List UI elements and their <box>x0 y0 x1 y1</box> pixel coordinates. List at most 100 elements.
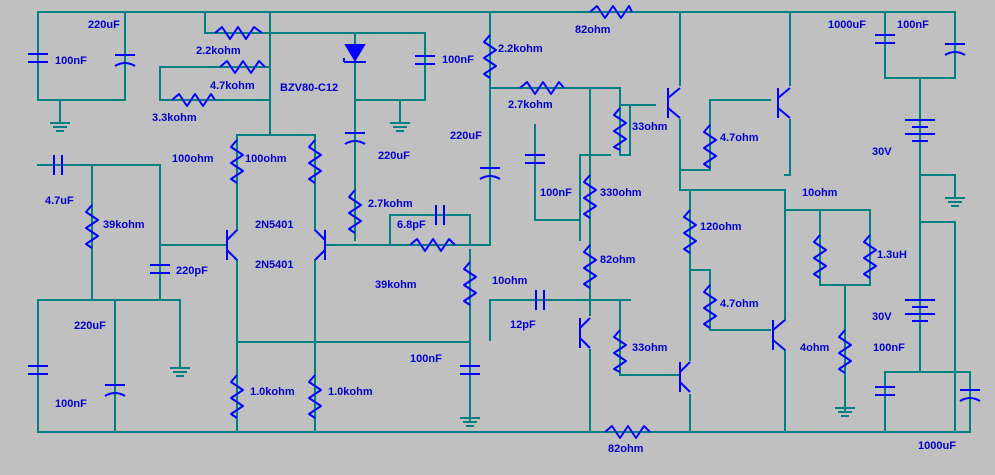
resistor-2k2-top <box>214 26 263 40</box>
capacitor-100nf-rail-bot <box>875 386 895 396</box>
label-c-100n-vas: 100nF <box>540 187 572 199</box>
resistor-82-mid <box>583 244 597 289</box>
electrolytic-1000uf-top <box>944 43 966 56</box>
label-c-100n-rail-top: 100nF <box>897 19 929 31</box>
resistor-47-bot <box>703 284 717 329</box>
electrolytic-1000uf-bot <box>959 389 981 402</box>
label-c-100n-rail-bot: 100nF <box>873 342 905 354</box>
electrolytic-220uf-zener <box>344 132 366 145</box>
capacitor-220pf <box>150 264 170 274</box>
resistor-33-bot <box>613 329 627 373</box>
capacitor-47uf <box>53 155 63 175</box>
electrolytic-220uf-bot <box>104 384 126 397</box>
electrolytic-220uf-mid <box>479 167 501 180</box>
label-c-1000u-bot: 1000uF <box>918 440 956 452</box>
resistor-4k7-top <box>219 60 266 74</box>
label-c-100n-fb: 100nF <box>410 353 442 365</box>
resistor-33-top <box>613 107 627 151</box>
label-c-12p: 12pF <box>510 319 536 331</box>
label-r-1k-right: 1.0kohm <box>328 386 373 398</box>
label-c-220u-mid: 220uF <box>450 130 482 142</box>
battery-30v-top <box>905 119 935 142</box>
label-c-68p: 6.8pF <box>397 219 426 231</box>
resistor-1k-left <box>230 374 244 419</box>
resistor-2k7-zener <box>348 189 362 234</box>
label-v-30-top: 30V <box>872 146 892 158</box>
resistor-39k-fb <box>409 238 456 252</box>
resistor-2k2-mid <box>483 34 497 79</box>
capacitor-68pf <box>435 205 445 225</box>
label-c-zener-100n: 100nF <box>442 54 474 66</box>
label-c-in-bypass-top: 220uF <box>88 19 120 31</box>
capacitor-100nf-rail-top <box>875 34 895 44</box>
label-c-in-top: 100nF <box>55 55 87 67</box>
capacitor-100nf-fb <box>460 365 480 375</box>
label-c-47u: 4.7uF <box>45 195 74 207</box>
resistor-120 <box>683 209 697 254</box>
label-r-33-bot: 33ohm <box>632 342 668 354</box>
label-l-13u: 1.3uH <box>877 249 907 261</box>
resistor-47-top <box>703 124 717 169</box>
label-q-2n5401-b: 2N5401 <box>255 259 294 271</box>
resistor-2k7-mid <box>519 81 565 95</box>
label-r-39k-fb: 39kohm <box>375 279 417 291</box>
label-r-22k-mid: 2.2kohm <box>498 43 543 55</box>
capacitor-100nf-in-top <box>28 53 48 63</box>
transistor-vas <box>579 317 591 349</box>
transistor-out-bot <box>772 319 786 351</box>
label-r-39k-in: 39kohm <box>103 219 145 231</box>
label-c-220u-bot: 220uF <box>74 320 106 332</box>
resistor-3k3 <box>171 93 216 107</box>
resistor-82-top <box>589 5 633 19</box>
label-r-330: 330ohm <box>600 187 642 199</box>
label-r-100-left: 100ohm <box>172 153 214 165</box>
label-r-47-top: 4.7ohm <box>720 132 759 144</box>
electrolytic-220uf-top <box>114 54 136 67</box>
inductor-1u3 <box>863 234 877 279</box>
transistor-2n5401-a <box>226 229 238 261</box>
label-c-1000u-top: 1000uF <box>828 19 866 31</box>
resistor-39k-in <box>85 204 99 249</box>
label-q-2n5401-a: 2N5401 <box>255 219 294 231</box>
label-c-220p: 220pF <box>176 265 208 277</box>
label-r-1k-left: 1.0kohm <box>250 386 295 398</box>
label-v-30-bot: 30V <box>872 311 892 323</box>
label-r-33-top: 33ohm <box>632 121 668 133</box>
label-r-22k-top: 2.2kohm <box>196 45 241 57</box>
resistor-100-left <box>230 139 244 184</box>
capacitor-100nf-zener <box>415 55 435 65</box>
resistor-4-load <box>838 329 852 374</box>
transistor-2n5401-b <box>314 229 326 261</box>
label-r-47-bot: 4.7ohm <box>720 298 759 310</box>
resistor-1k-right <box>308 374 322 419</box>
label-r-82-top: 82ohm <box>575 24 611 36</box>
label-c-100n-bot-left: 100nF <box>55 398 87 410</box>
label-r-27k-mid: 2.7kohm <box>508 99 553 111</box>
resistor-39k-shunt <box>463 261 477 306</box>
transistor-out-top <box>777 87 791 119</box>
label-r-10-vas: 10ohm <box>492 275 528 287</box>
label-r-82-mid: 82ohm <box>600 254 636 266</box>
zener-diode <box>343 44 366 63</box>
battery-30v-bot <box>905 299 935 322</box>
label-r-120: 120ohm <box>700 221 742 233</box>
label-zener: BZV80-C12 <box>280 82 338 94</box>
label-r-10-out: 10ohm <box>802 187 838 199</box>
label-load-4: 4ohm <box>800 342 830 354</box>
label-r-82-bot: 82ohm <box>608 443 644 455</box>
transistor-driver-top <box>667 87 681 119</box>
components <box>28 5 981 439</box>
resistor-100-right <box>308 139 322 184</box>
resistor-330 <box>583 174 597 219</box>
label-r-33k: 3.3kohm <box>152 112 197 124</box>
capacitor-100nf-bot-left <box>28 365 48 375</box>
resistor-10-out <box>813 234 827 279</box>
label-r-47k-top: 4.7kohm <box>210 80 255 92</box>
capacitor-12pf <box>535 290 545 310</box>
label-c-220u-zener: 220uF <box>378 150 410 162</box>
capacitor-100nf-vas <box>525 154 545 164</box>
label-r-27k-fb: 2.7kohm <box>368 198 413 210</box>
transistor-driver-bot <box>679 361 691 393</box>
